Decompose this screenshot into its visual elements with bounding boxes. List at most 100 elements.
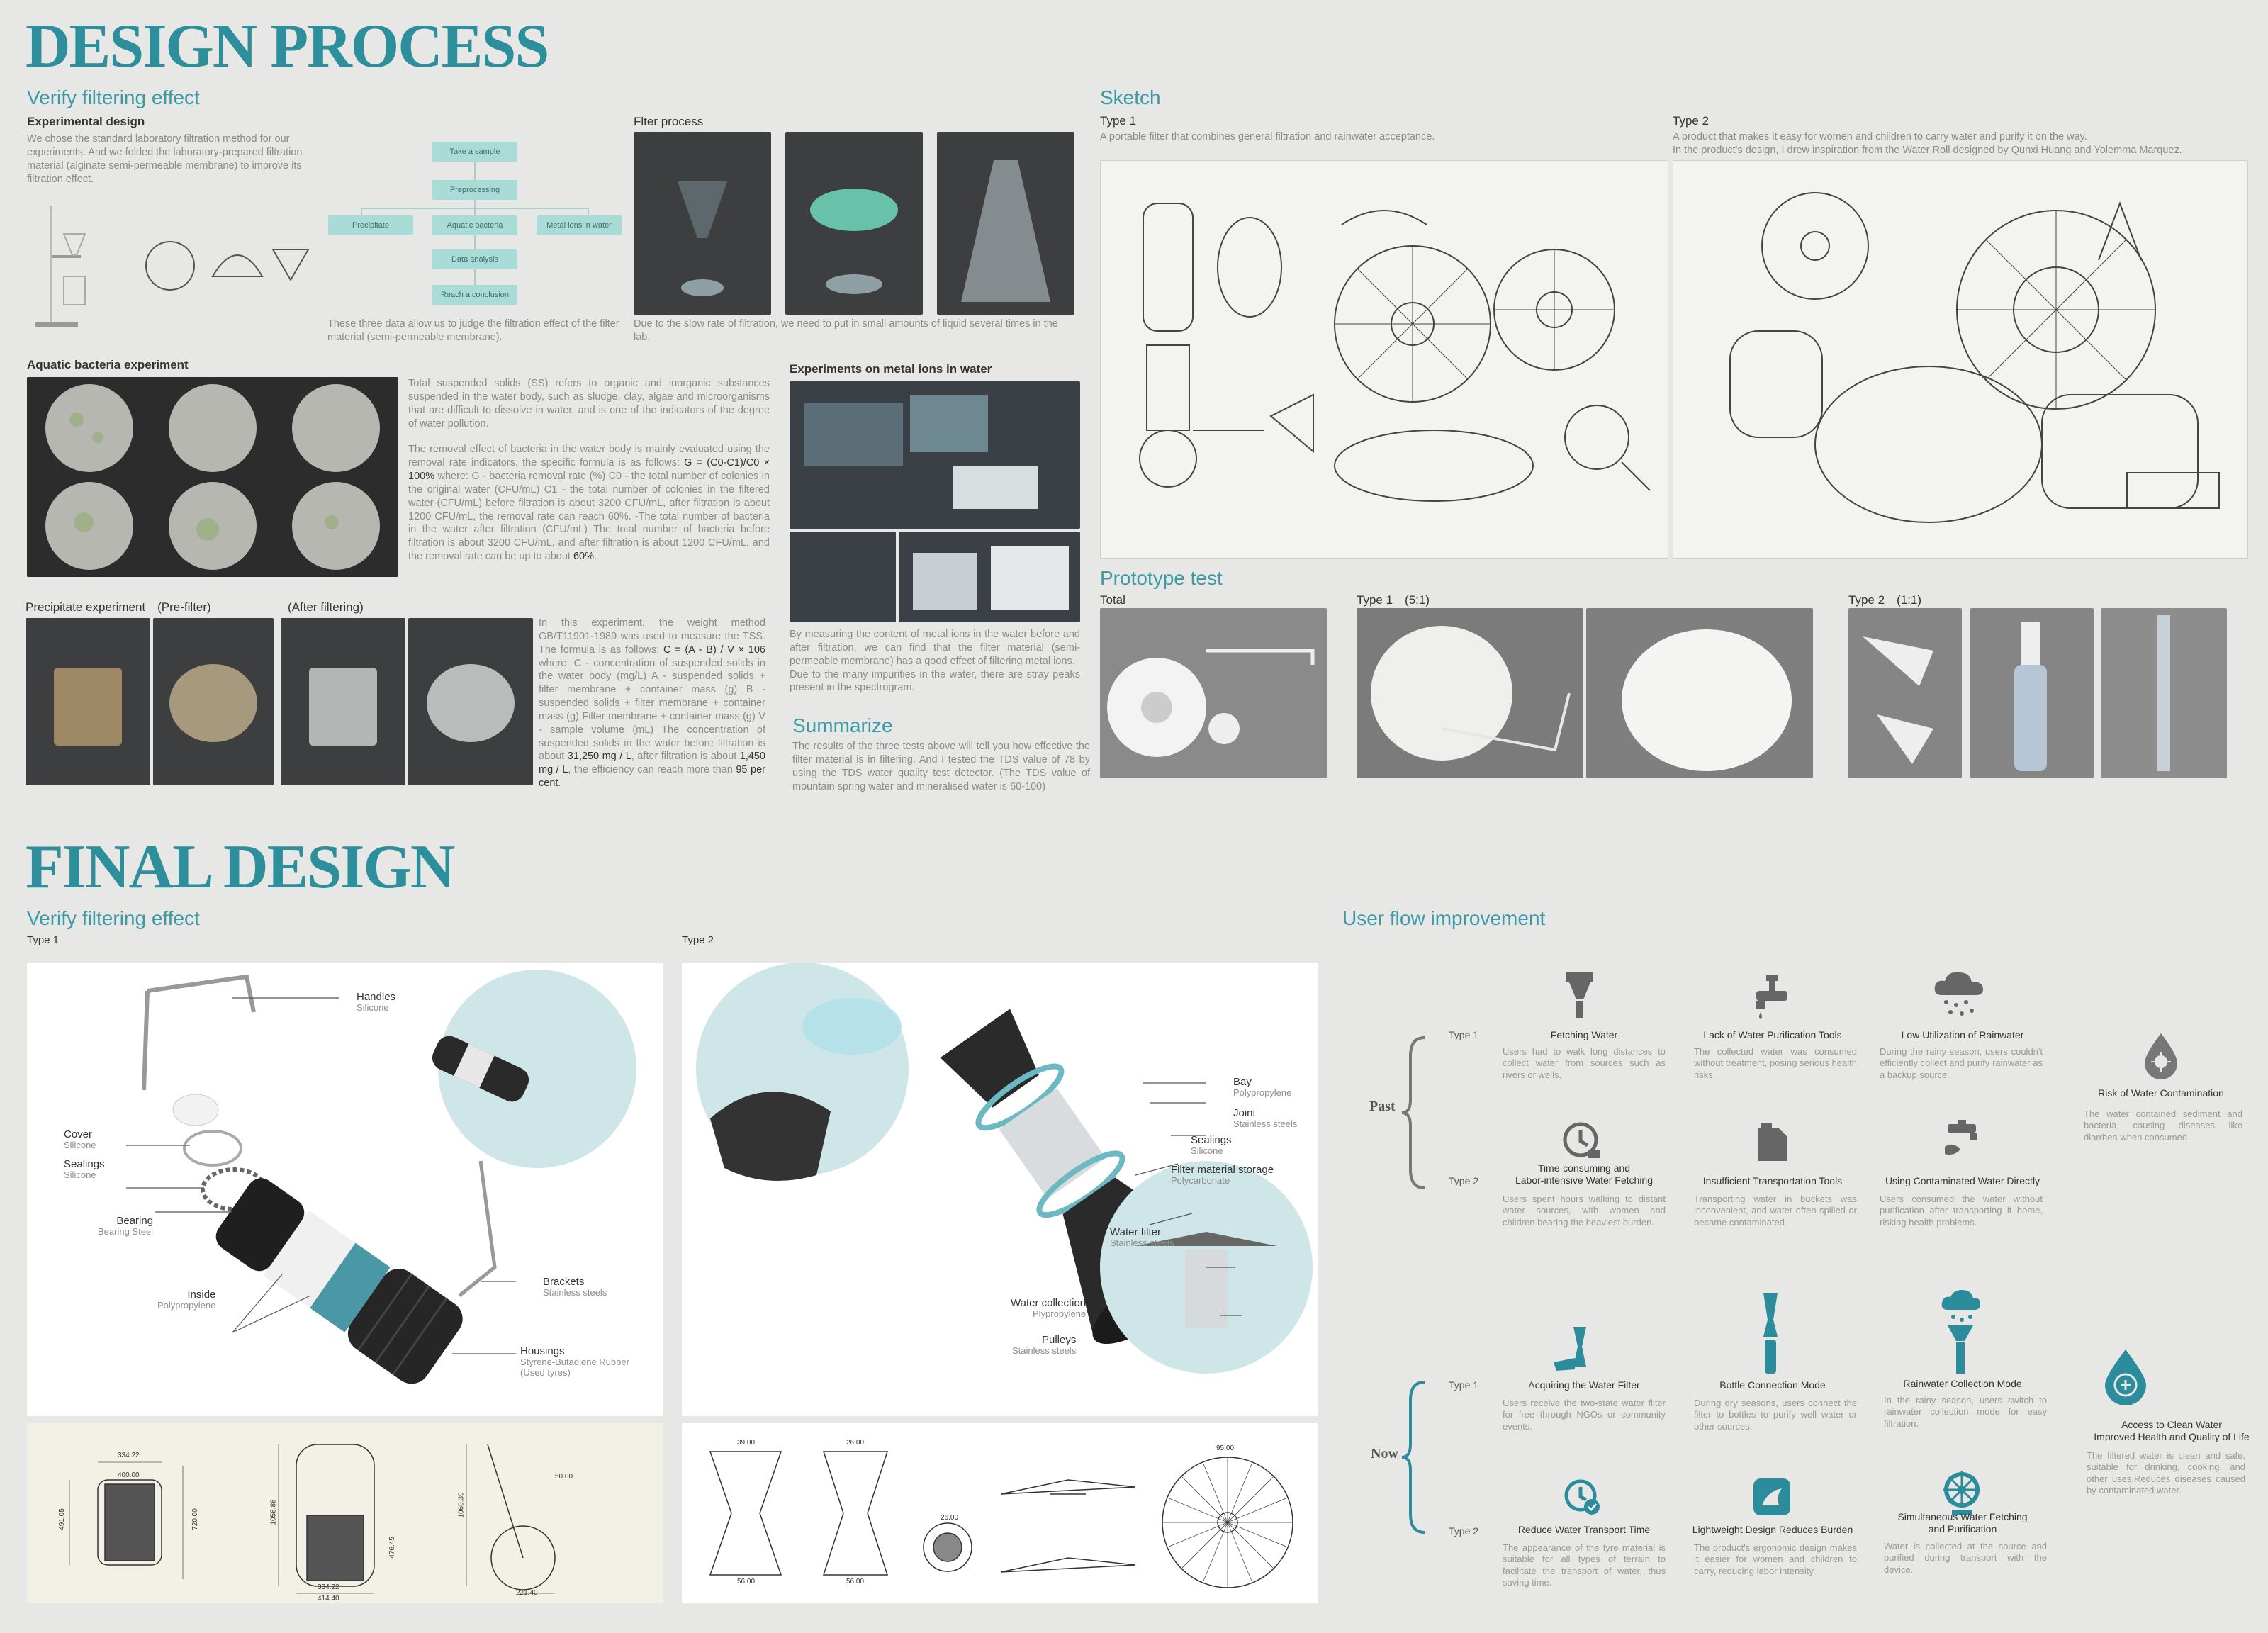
now-item-0-title: Acquiring the Water Filter (1528, 1379, 1640, 1391)
tss-efficiency: 95 per cent (539, 764, 765, 790)
t1-dim-5: 476.45 (388, 1537, 396, 1559)
past-item-5-title: Using Contaminated Water Directly (1885, 1175, 2040, 1186)
flow-metal-ions: Metal ions in water (537, 215, 622, 235)
past-item-5-body: Users consumed the water without purific… (1880, 1194, 2043, 1228)
now-type1-label: Type 1 (1449, 1379, 1479, 1391)
t2-dim-1: 56.00 (737, 1578, 756, 1586)
precipitate-photo-4 (408, 618, 533, 785)
t2-dim-0: 39.00 (737, 1439, 756, 1447)
past-item-3-body: Users spent hours walking to distant wat… (1503, 1194, 1666, 1228)
filter-process-title: Flter process (634, 115, 704, 128)
past-item-1-body: The collected water was consumed without… (1694, 1046, 1857, 1080)
filter-photo-1 (634, 132, 771, 315)
clock-icon (1563, 1122, 1600, 1158)
prototype-type1-label: Type 1 (5:1) (1357, 593, 1430, 607)
past-item-2-title: Low Utilization of Rainwater (1901, 1029, 2024, 1040)
bacteria-formula: G = (C0-C1)/C0 × 100% (408, 457, 770, 483)
now-item-1-body: During dry seasons, users connect the fi… (1694, 1398, 1857, 1432)
flow-data-analysis: Data analysis (432, 249, 517, 269)
precipitate-after-title: (After filtering) (288, 600, 364, 614)
prototype-type2-photo-1 (1848, 608, 1962, 778)
now-result-title: Access to Clean Water Improved Health an… (2094, 1419, 2250, 1442)
summarize-heading: Summarize (792, 714, 893, 736)
precipitate-body: In this experiment, the weight method GB… (539, 617, 765, 790)
final-type1-label: Type 1 (27, 934, 60, 946)
precipitate-photo-2 (153, 618, 274, 785)
now-item-3-body: The appearance of the tyre material is s… (1503, 1542, 1666, 1588)
water-filter-icon (1554, 1327, 1586, 1371)
t1-dim-8: 1060.39 (457, 1492, 466, 1518)
now-type2-label: Type 2 (1449, 1525, 1479, 1537)
sketch-type2-desc: A product that makes it easy for women a… (1673, 131, 2182, 156)
filter-process-caption: Due to the slow rate of filtration, we n… (634, 318, 1058, 343)
past-type2-label: Type 2 (1449, 1175, 1479, 1186)
petri-dishes-photo (27, 377, 398, 577)
user-flow-heading: User flow improvement (1342, 907, 1546, 929)
now-item-5-body: Water is collected at the source and pur… (1884, 1541, 2047, 1575)
t2-dim-4: 26.00 (941, 1514, 959, 1522)
flow-caption: These three data allow us to judge the f… (327, 318, 619, 343)
now-item-1-title: Bottle Connection Mode (1719, 1379, 1826, 1391)
aquatic-body-2: The removal effect of bacteria in the wa… (408, 444, 770, 563)
flow-preprocessing: Preprocessing (432, 180, 517, 200)
flow-precipitate: Precipitate (328, 215, 413, 235)
bottle-connection-icon (1763, 1293, 1778, 1374)
t1-dim-0: 334.22 (118, 1452, 140, 1459)
t1-dim-1: 400.00 (118, 1471, 140, 1479)
now-item-4-title: Lightweight Design Reduces Burden (1692, 1524, 1853, 1535)
t1-dim-2: 720.00 (191, 1508, 199, 1530)
summarize-body: The results of the three tests above wil… (792, 741, 1090, 792)
now-result-body: The filtered water is clean and safe, su… (2087, 1450, 2245, 1495)
type2-exploded-render (682, 963, 1318, 1416)
flowchart-connectors (361, 162, 589, 285)
past-item-3-title: Time-consuming and Labor-intensive Water… (1515, 1162, 1654, 1186)
type1-technical-drawing: 334.22 400.00 720.00 491.05 1058.88 476.… (27, 1423, 663, 1603)
prototype-type2-photo-2 (1970, 608, 2094, 778)
metal-lab-photo-2 (790, 532, 896, 622)
prototype-type2-label: Type 2 (1:1) (1848, 593, 1921, 607)
verify-heading: Verify filtering effect (27, 86, 200, 108)
flow-take-sample: Take a sample (432, 142, 517, 162)
now-item-2-body: In the rainy season, users switch to rai… (1884, 1395, 2047, 1429)
past-result-title: Risk of Water Contamination (2098, 1087, 2224, 1099)
sketch-heading: Sketch (1100, 86, 1161, 108)
t1-dim-10: 50.00 (555, 1473, 573, 1481)
now-item-3-title: Reduce Water Transport Time (1517, 1524, 1651, 1535)
metal-lab-photo-3 (899, 532, 1080, 622)
t1-dim-7: 414.40 (318, 1595, 339, 1603)
past-item-4-title: Insufficient Transportation Tools (1702, 1175, 1843, 1186)
past-item-1-title: Lack of Water Purification Tools (1703, 1029, 1842, 1040)
aquatic-title: Aquatic bacteria experiment (27, 358, 189, 371)
filter-photo-3 (937, 132, 1074, 315)
exp-design-body: We chose the standard laboratory filtrat… (27, 133, 303, 185)
t1-dim-9: 221.40 (516, 1589, 538, 1597)
now-item-5-title: Simultaneous Water Fetching and Purifica… (1897, 1511, 2028, 1534)
tss-before: 31,250 mg / L (567, 751, 631, 763)
sketch-type1-desc: A portable filter that combines general … (1100, 131, 1435, 142)
prototype-type2-photo-3 (2101, 608, 2227, 778)
final-design-title: FINAL DESIGN (26, 833, 455, 902)
t2-dim-5: 95.00 (1216, 1444, 1235, 1452)
final-type2-label: Type 2 (682, 934, 714, 946)
aquatic-text: Total suspended solids (SS) refers to or… (408, 377, 770, 563)
prototype-type1-photo-1 (1357, 608, 1583, 778)
past-item-0-title: Fetching Water (1550, 1029, 1618, 1040)
t2-dim-3: 56.00 (846, 1578, 865, 1586)
past-item-4-body: Transporting water in buckets was inconv… (1694, 1194, 1857, 1228)
now-brace (1401, 1381, 1425, 1534)
past-item-0-body: Users had to walk long distances to coll… (1503, 1046, 1666, 1080)
time-check-icon (1564, 1479, 1600, 1515)
metal-title: Experiments on metal ions in water (790, 362, 992, 376)
design-process-title: DESIGN PROCESS (26, 12, 549, 81)
now-label: Now (1371, 1446, 1398, 1461)
rain-collection-icon (1941, 1290, 1980, 1374)
past-type1-label: Type 1 (1449, 1029, 1479, 1040)
prototype-heading: Prototype test (1100, 567, 1223, 589)
